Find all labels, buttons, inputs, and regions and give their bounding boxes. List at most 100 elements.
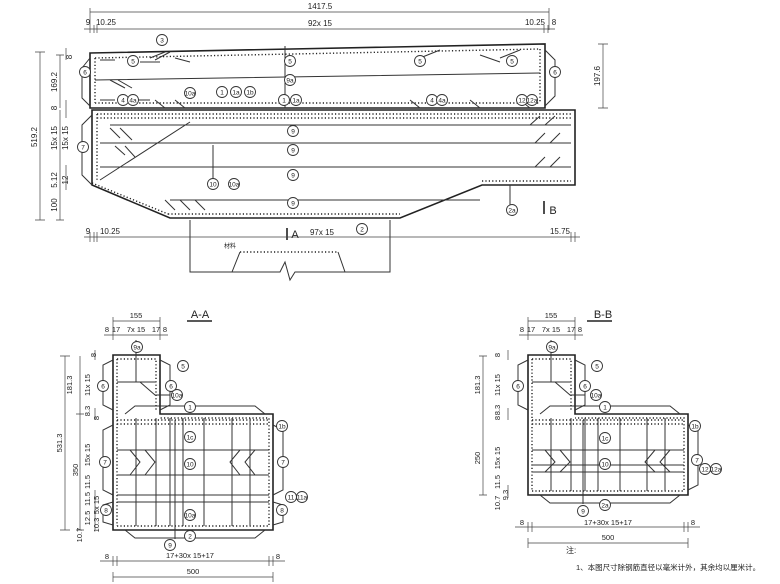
note-item: 1、本图尺寸除钢筋直径以毫米计外，其余均以厘米计。 (576, 562, 760, 572)
rebar-label: 6 (97, 380, 109, 392)
rebar-label-text: 6 (83, 70, 87, 77)
rebar-label-text: 12a (711, 467, 722, 474)
elevation-dimensions (35, 8, 608, 242)
rebar-label: 1 (278, 94, 290, 106)
rebar-label-text: 6 (516, 384, 520, 391)
rebar-label: 10a (184, 509, 196, 521)
rebar-label-text: 1a (232, 90, 240, 97)
rebar-label-text: 4a (438, 98, 446, 105)
section-mark-b: B (549, 205, 556, 217)
rebar-label: 1c (599, 432, 611, 444)
rebar-label: 10a (184, 87, 196, 99)
rebar-label-text: 1 (603, 405, 607, 412)
rebar-label: 9 (164, 539, 176, 551)
dimension-text: 8 (493, 353, 502, 357)
dimension-text: 519.2 (30, 126, 39, 147)
rebar-label: 9a (284, 74, 296, 86)
dimension-text: 9 (86, 18, 91, 27)
rebar-label-text: 5 (131, 59, 135, 66)
rebar-label-text: 9 (291, 129, 295, 136)
elevation-view (81, 43, 576, 282)
rebar-label: 5 (414, 55, 426, 67)
rebar-label: 12 (516, 94, 528, 106)
rebar-label-text: 12a (527, 98, 538, 105)
rebar-label: 1b (244, 86, 256, 98)
rebar-label: 2a (599, 499, 611, 511)
rebar-label: 1c (184, 431, 196, 443)
rebar-label: 5 (177, 360, 189, 372)
rebar-label: 10 (184, 458, 196, 470)
dimension-text: 5.12 (50, 172, 59, 188)
dimension-text: 8 (92, 416, 101, 420)
rebar-label: 2a (506, 204, 518, 216)
section-bb-title: B-B (594, 309, 612, 321)
dimension-text: 15x 15 (50, 125, 59, 150)
rebar-label: 5 (127, 55, 139, 67)
section-aa-title: A-A (191, 309, 210, 321)
rebar-label: 6 (165, 380, 177, 392)
dimension-text: 15x 15 (83, 444, 92, 467)
dimension-text: 12 (61, 175, 70, 184)
rebar-label: 6 (549, 66, 561, 78)
rebar-label: 1b (276, 420, 288, 432)
rebar-label: 9a (131, 341, 143, 353)
rebar-label-text: 5 (181, 364, 185, 371)
dimension-text: 155 (130, 311, 143, 320)
dimension-text: 500 (602, 533, 615, 542)
dimension-text: 8 (552, 18, 557, 27)
rebar-label: 12a (526, 94, 538, 106)
rebar-label: 2 (356, 223, 368, 235)
rebar-label-text: 1c (187, 435, 195, 442)
rebar-label-text: 6 (169, 384, 173, 391)
dimension-text: 1417.5 (308, 2, 333, 11)
rebar-label-text: 6 (101, 384, 105, 391)
rebar-label-text: 5 (595, 364, 599, 371)
dimension-text: 5x 15 (92, 496, 101, 514)
dimension-text: 8 (493, 416, 502, 420)
dimension-text: 17 (567, 325, 575, 334)
dimension-text: 100 (50, 198, 59, 212)
dimension-text: 8 (276, 552, 280, 561)
dimension-text: 8 (105, 552, 109, 561)
dimension-text: 9.3 (501, 490, 510, 500)
rebar-label: 7 (277, 456, 289, 468)
rebar-label-text: 4a (129, 98, 137, 105)
dimension-text: 97x 15 (310, 228, 335, 237)
rebar-label: 1a (230, 86, 242, 98)
rebar-label: 5 (506, 55, 518, 67)
dimension-text: 92x 15 (308, 19, 333, 28)
rebar-label-text: 10a (172, 393, 183, 400)
rebar-label: 8 (276, 504, 288, 516)
dimension-text: 500 (187, 567, 200, 576)
rebar-label-text: 6 (553, 70, 557, 77)
dimension-text: 11.5 (83, 475, 92, 489)
rebar-label: 1 (599, 401, 611, 413)
rebar-label: 1 (216, 86, 228, 98)
rebar-label-text: 1a (292, 98, 300, 105)
rebar-label: 1a (290, 94, 302, 106)
rebar-label-text: 6 (583, 384, 587, 391)
dimension-text: 7x 15 (127, 325, 145, 334)
rebar-label: 4 (117, 94, 129, 106)
rebar-label: 8 (100, 504, 112, 516)
dimension-text: 8 (50, 105, 59, 110)
dimension-text: 8 (520, 518, 524, 527)
dimension-text: 8.3 (83, 406, 92, 416)
rebar-label: 12 (699, 463, 711, 475)
dimension-text: 12.5 (83, 511, 92, 526)
rebar-label-text: 7 (103, 460, 107, 467)
rebar-label-text: 1c (602, 436, 610, 443)
dimension-text: 10.25 (96, 18, 117, 27)
rebar-label-text: 9 (291, 201, 295, 208)
dimension-text: 350 (71, 464, 80, 477)
rebar-label-text: 12 (518, 98, 526, 105)
rebar-label-text: 4 (121, 98, 125, 105)
rebar-label: 7 (691, 454, 703, 466)
rebar-label: 5 (284, 55, 296, 67)
dimension-text: 15x 15 (61, 125, 70, 150)
dimension-text: 8.3 (493, 405, 502, 415)
rebar-label: 10a (590, 389, 602, 401)
